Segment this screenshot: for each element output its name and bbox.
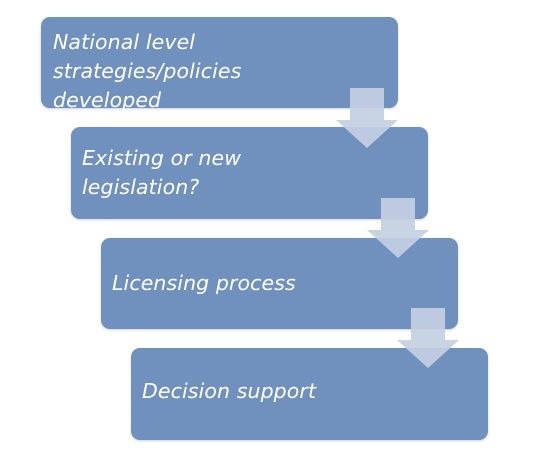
step-label: Decision support [142, 379, 317, 403]
step-box-legislation: Existing or new legislation? [71, 127, 428, 219]
step-label: Existing or new legislation? [82, 146, 242, 199]
step-box-national-strategies: National level strategies/policies devel… [41, 17, 398, 112]
down-arrow-icon [397, 308, 459, 368]
step-label: Licensing process [112, 271, 296, 295]
down-arrow-icon [367, 198, 429, 258]
down-arrow-icon [336, 88, 398, 148]
step-label: National level strategies/policies devel… [53, 30, 242, 112]
